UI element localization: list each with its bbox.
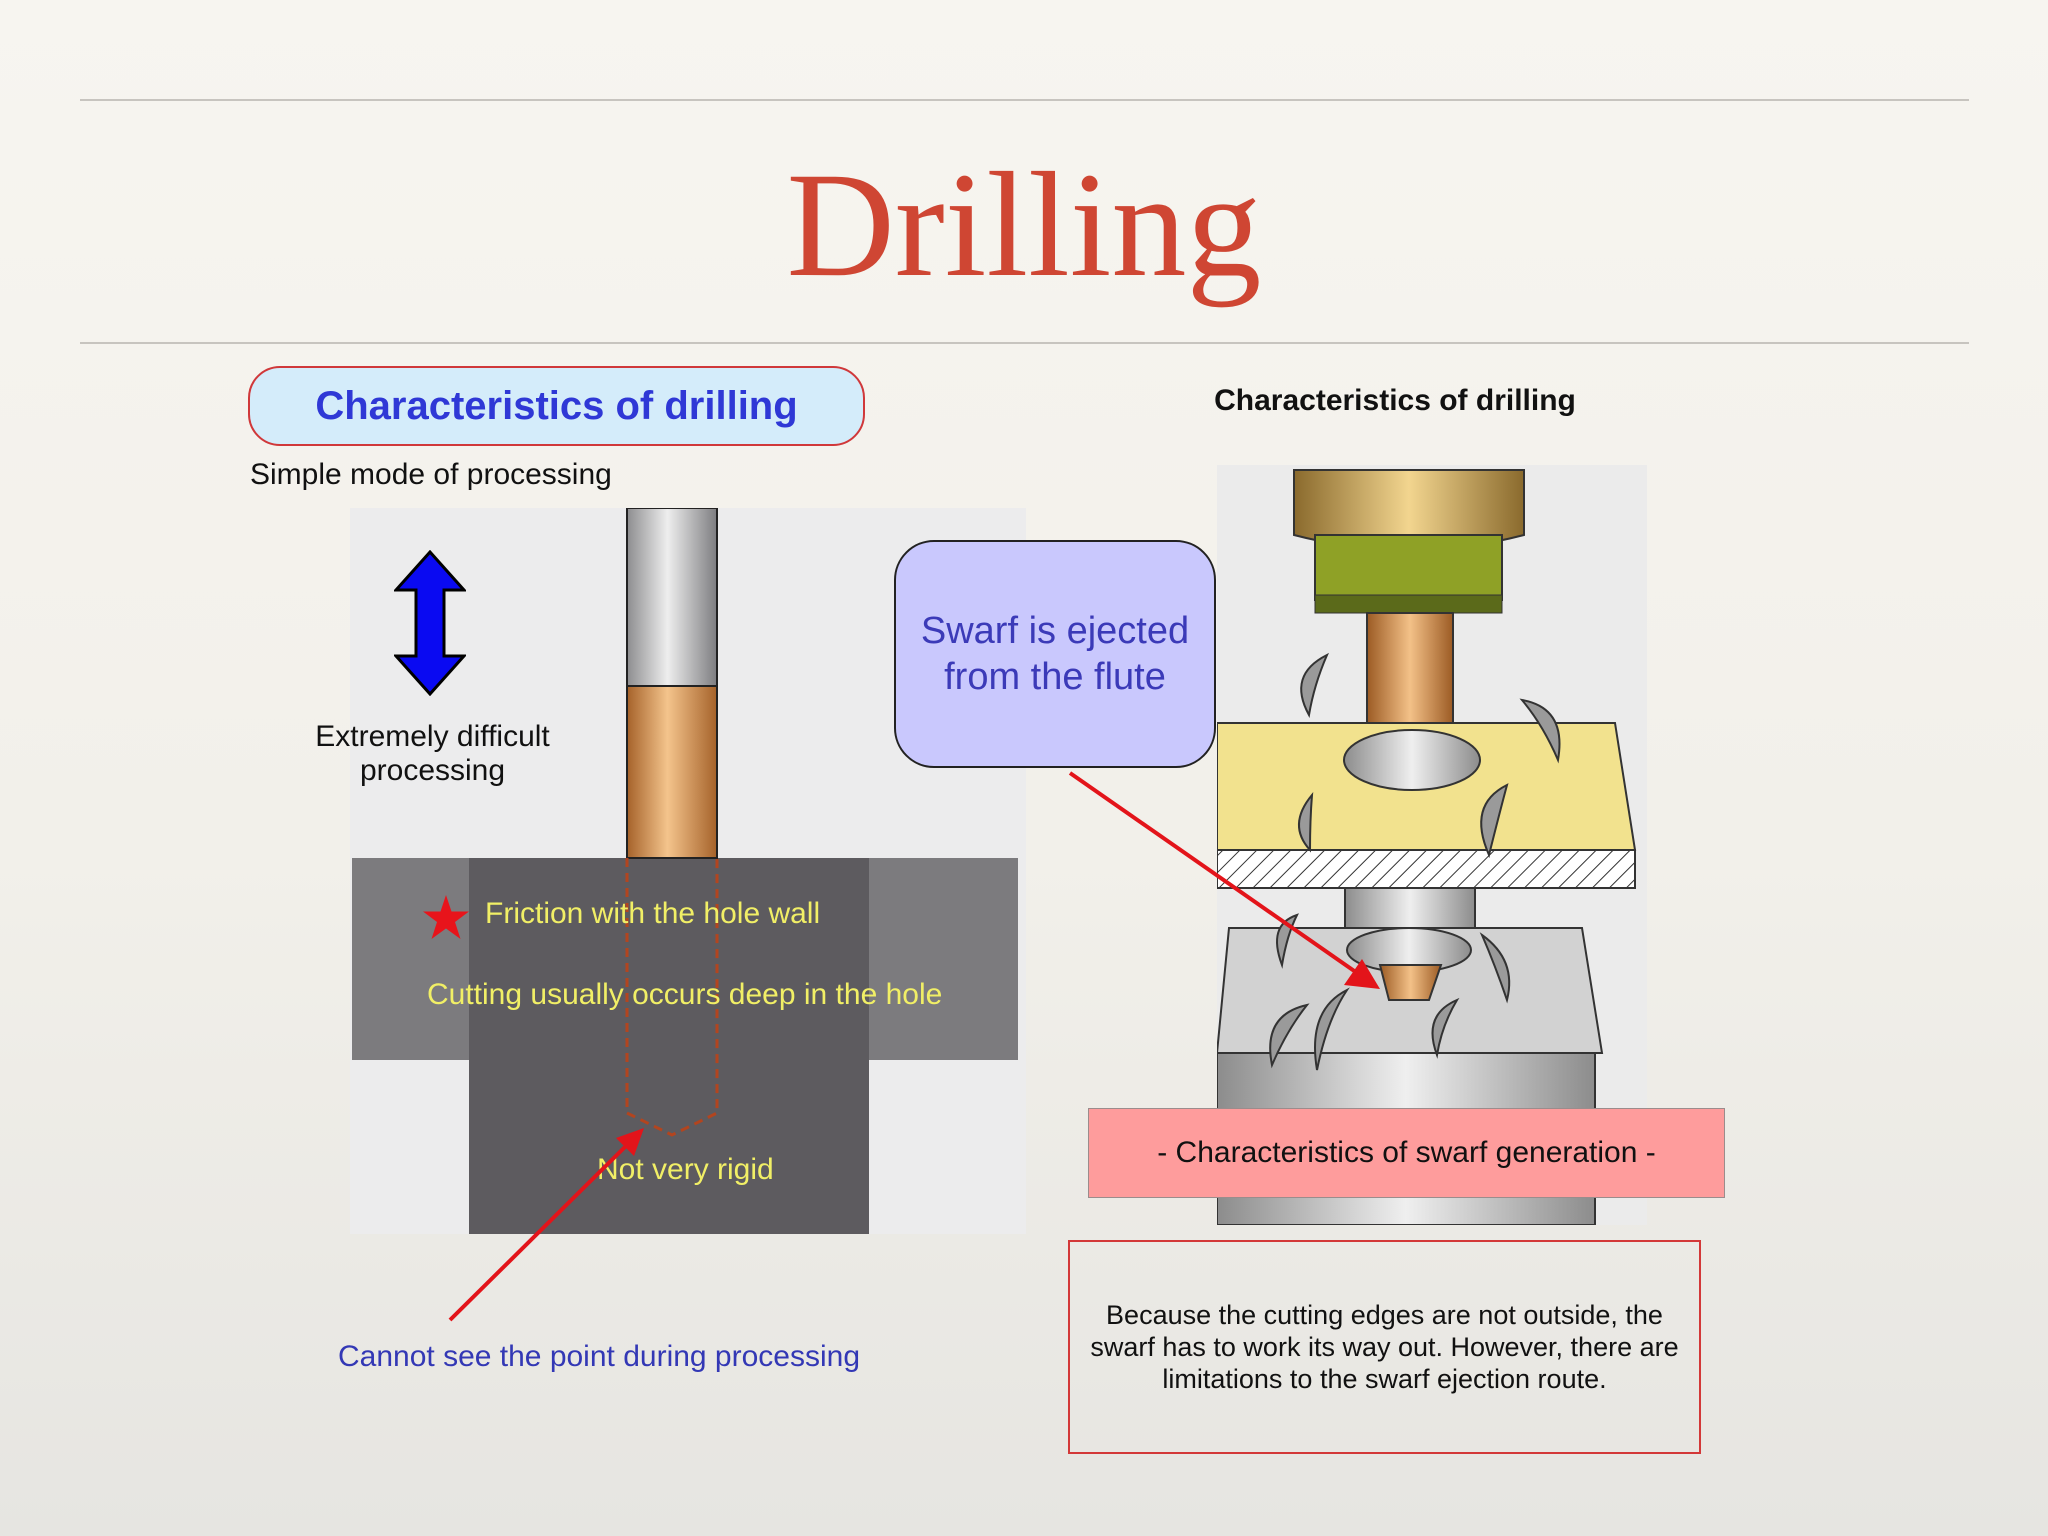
star-icon xyxy=(422,894,470,940)
swarf-description-box: Because the cutting edges are not outsid… xyxy=(1068,1240,1701,1454)
difficulty-label: Extremely difficult processing xyxy=(300,720,565,788)
swarf-ejected-callout: Swarf is ejected from the flute xyxy=(894,540,1216,768)
double-arrow-icon xyxy=(394,550,466,696)
top-rule xyxy=(80,99,1969,101)
callout-pointer-arrow xyxy=(1060,765,1390,1000)
red-pointer-arrow xyxy=(440,1110,660,1330)
friction-label: Friction with the hole wall xyxy=(485,897,820,931)
swarf-generation-banner: - Characteristics of swarf generation - xyxy=(1088,1108,1725,1198)
characteristics-pill: Characteristics of drilling xyxy=(248,366,865,446)
cutting-label: Cutting usually occurs deep in the hole xyxy=(427,978,942,1012)
simple-mode-label: Simple mode of processing xyxy=(250,458,612,492)
cannot-see-point-note: Cannot see the point during processing xyxy=(338,1340,860,1374)
right-heading: Characteristics of drilling xyxy=(1180,384,1610,418)
title-rule xyxy=(80,342,1969,344)
page-title: Drilling xyxy=(0,140,2048,310)
drill-shank xyxy=(627,508,717,686)
drill-flute xyxy=(627,686,717,858)
